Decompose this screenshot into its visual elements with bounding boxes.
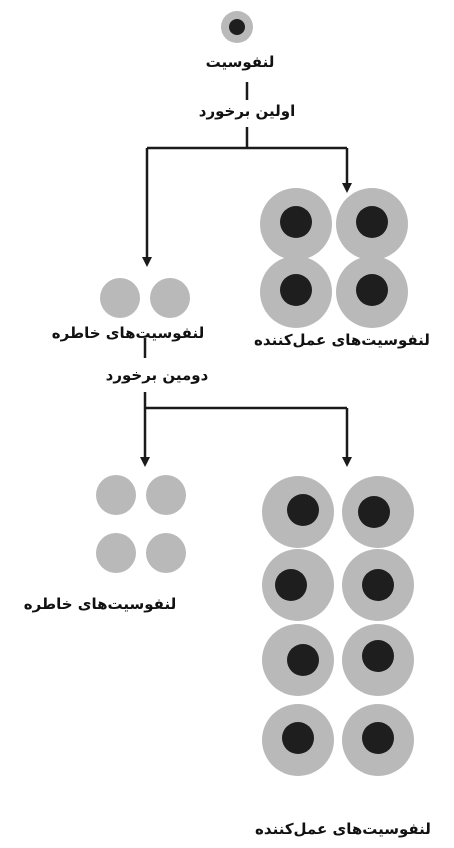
effector-cell-2-8-nucleus [362, 722, 394, 754]
second-encounter-connectors [145, 338, 347, 462]
second-encounter-label: دومین برخورد [92, 368, 222, 383]
effector-cell-2-5-nucleus [287, 644, 319, 676]
initial-cell-nucleus [229, 19, 245, 35]
memory-cells-label-1: لنفوسیت‌های خاطره [28, 326, 228, 341]
memory-cells-label-2: لنفوسیت‌های خاطره [0, 597, 200, 612]
effector-cell-2-7-nucleus [282, 722, 314, 754]
effector-cell-1-1-nucleus [280, 206, 312, 238]
first-encounter-label: اولین برخورد [192, 104, 302, 119]
effector-cells-group-1 [260, 188, 408, 328]
effector-cell-2-2-nucleus [358, 496, 390, 528]
memory-cells-group-2 [96, 475, 186, 573]
lymphocyte-label: لنفوسیت [200, 55, 280, 70]
memory-cell-1-1-body [100, 278, 140, 318]
memory-cell-2-2-body [146, 475, 186, 515]
effector-cell-1-2-nucleus [356, 206, 388, 238]
initial-lymphocyte [221, 11, 253, 43]
memory-cell-2-1-body [96, 475, 136, 515]
effector-cells-label-1: لنفوسیت‌های عمل‌کننده [232, 333, 452, 348]
effector-cell-2-6-nucleus [362, 640, 394, 672]
memory-cells-group-1 [100, 278, 190, 318]
effector-cell-2-4-nucleus [362, 569, 394, 601]
effector-cell-1-4-nucleus [356, 274, 388, 306]
effector-cells-group-2 [262, 476, 414, 776]
memory-cell-1-2-body [150, 278, 190, 318]
memory-cell-2-3-body [96, 533, 136, 573]
effector-cell-2-1-nucleus [287, 494, 319, 526]
effector-cells-label-2: لنفوسیت‌های عمل‌کننده [232, 822, 454, 837]
memory-cell-2-4-body [146, 533, 186, 573]
effector-cell-2-3-nucleus [275, 569, 307, 601]
effector-cell-1-3-nucleus [280, 274, 312, 306]
